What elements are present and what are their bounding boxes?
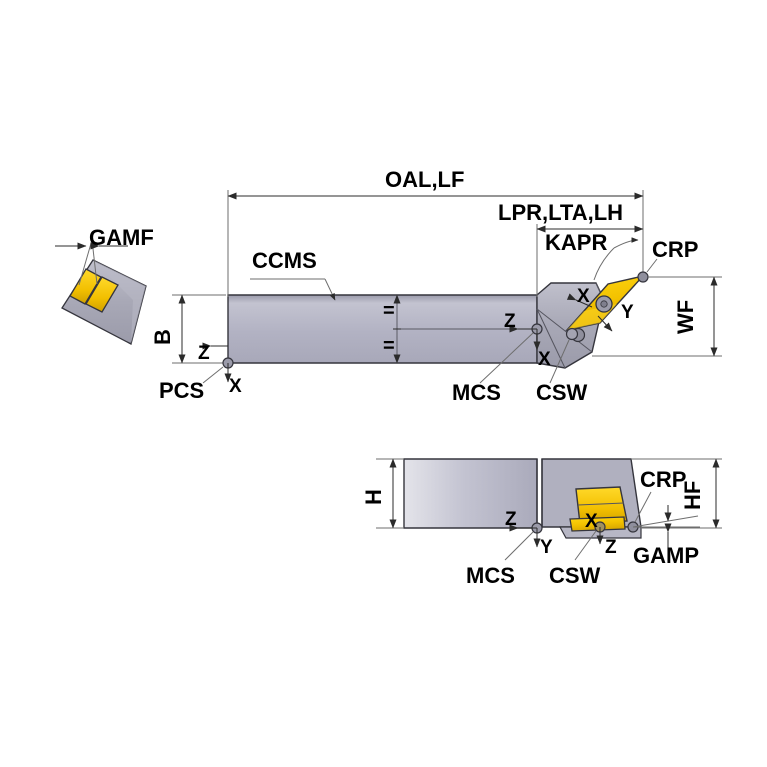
kapr-leader-curve-2 bbox=[613, 237, 639, 249]
kapr-leader-curve bbox=[593, 247, 615, 281]
crp-leader-top bbox=[646, 258, 658, 273]
oal-lf-label: OAL,LF bbox=[385, 167, 464, 192]
ccms-leader-arrow bbox=[324, 278, 336, 301]
shank-body-side-left bbox=[403, 458, 538, 529]
mcs-leader-top bbox=[479, 332, 534, 384]
gamp-label: GAMP bbox=[633, 543, 699, 568]
csw-x-axis-label-top: X bbox=[577, 286, 590, 307]
pcs-x-axis-label: X bbox=[229, 376, 242, 397]
lpr-lta-lh-label: LPR,LTA,LH bbox=[498, 200, 623, 225]
insert-clamp-screw-socket bbox=[600, 300, 608, 308]
mcs-label-side: MCS bbox=[466, 563, 515, 588]
csw-y-axis-arrow-top bbox=[597, 315, 613, 332]
gamf-label: GAMF bbox=[89, 225, 154, 250]
crp-label-side: CRP bbox=[640, 467, 686, 492]
gamf-detail-view: GAMF bbox=[55, 225, 154, 345]
gamf-body-highlight bbox=[93, 260, 146, 344]
symmetry-mark-upper: = bbox=[383, 300, 395, 322]
mcs-y-axis-label-side: Y bbox=[540, 537, 553, 558]
gamf-ref-line-vertical bbox=[78, 239, 93, 286]
csw-label-top: CSW bbox=[536, 380, 588, 405]
gamf-insert-bar-2 bbox=[85, 276, 119, 313]
csw-point-top bbox=[565, 327, 579, 341]
csw-leader-top bbox=[549, 339, 570, 384]
gamp-ref-line-angled bbox=[632, 515, 699, 528]
crp-leader-side bbox=[634, 491, 652, 523]
wf-label: WF bbox=[673, 300, 698, 334]
mcs-leader-side bbox=[504, 531, 534, 561]
h-label: H bbox=[361, 489, 386, 505]
mcs-z-axis-label-side: Z bbox=[505, 509, 517, 530]
pcs-label: PCS bbox=[159, 378, 204, 403]
b-label: B bbox=[150, 329, 175, 345]
pcs-leader bbox=[202, 366, 224, 384]
insert-side bbox=[575, 486, 628, 525]
csw-leader-side bbox=[574, 530, 597, 561]
csw-x-axis-label-side: X bbox=[585, 511, 598, 532]
csw-y-axis-label-top: Y bbox=[621, 302, 634, 323]
hf-label: HF bbox=[680, 481, 705, 510]
csw-z-axis-label-side: Z bbox=[605, 537, 617, 558]
csw-label-side: CSW bbox=[549, 563, 601, 588]
ccms-label: CCMS bbox=[252, 248, 317, 273]
mcs-x-axis-label-top: X bbox=[538, 349, 551, 370]
csw-x-axis-arrow-top bbox=[566, 293, 593, 308]
mcs-z-axis-label-top: Z bbox=[504, 311, 516, 332]
kapr-label: KAPR bbox=[545, 230, 607, 255]
top-view: OAL,LF LPR,LTA,LH KAPR CRP CCMS WF B = = bbox=[150, 167, 722, 405]
head-facet-line-2 bbox=[536, 308, 566, 369]
side-view: H HF CRP GAMP Z Y MCS X Z CSW bbox=[361, 458, 722, 588]
insert-side-edge-line bbox=[577, 502, 625, 506]
crp-label-top: CRP bbox=[652, 237, 698, 262]
symmetry-mark-lower: = bbox=[383, 335, 395, 357]
mcs-label-top: MCS bbox=[452, 380, 501, 405]
head-facet-line-1 bbox=[536, 308, 593, 353]
crp-point-top bbox=[637, 271, 649, 283]
pcs-z-axis-label: Z bbox=[198, 343, 210, 364]
